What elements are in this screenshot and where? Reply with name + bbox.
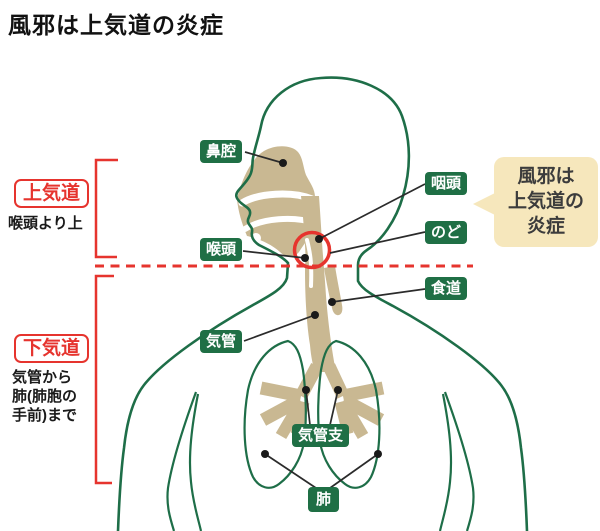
lower-airway-caption-line1: 気管から [12,369,73,386]
esophagus-shape [324,266,343,316]
callout-bubble: 風邪は 上気道の 炎症 [494,157,598,247]
upper-airway-box: 上気道 [14,179,90,208]
lower-airway-caption-line2: 肺(肺胞の [12,388,77,405]
body-outline [116,76,529,531]
bronchi-shape [259,362,385,440]
lungs-outline [243,339,381,489]
lower-airway-box: 下気道 [14,334,90,363]
upper-airway-bracket [94,158,118,259]
throat-label: のど [425,221,468,244]
lower-airway-bracket [94,274,114,485]
esophagus-label: 食道 [425,277,468,300]
nasal-cavity-label: 鼻腔 [200,140,243,163]
callout-line1: 風邪は [517,166,575,187]
lung-label: 肺 [308,487,340,512]
lower-airway-caption-line3: 手前)まで [12,407,77,424]
callout-line2: 上気道の [507,191,584,212]
larynx-white-slit [305,238,314,288]
pharynx-label: 咽頭 [425,172,468,195]
larynx-label: 喉頭 [200,238,243,261]
upper-airway-caption: 喉頭より上 [8,215,83,232]
lower-airway-caption: 気管から 肺(肺胞の 手前)まで [12,368,77,425]
throat-trachea-shape [301,196,336,372]
connector-dots [261,159,382,458]
connector-lines [242,151,426,489]
diagram-title: 風邪は上気道の炎症 [8,13,224,38]
arm-inner-lines [166,391,475,531]
nasal-cavity-shape [237,146,319,257]
bronchi-label: 気管支 [292,424,350,447]
trachea-label: 気管 [200,330,243,353]
callout-bubble-tail [473,193,495,215]
callout-line3: 炎症 [526,216,565,237]
